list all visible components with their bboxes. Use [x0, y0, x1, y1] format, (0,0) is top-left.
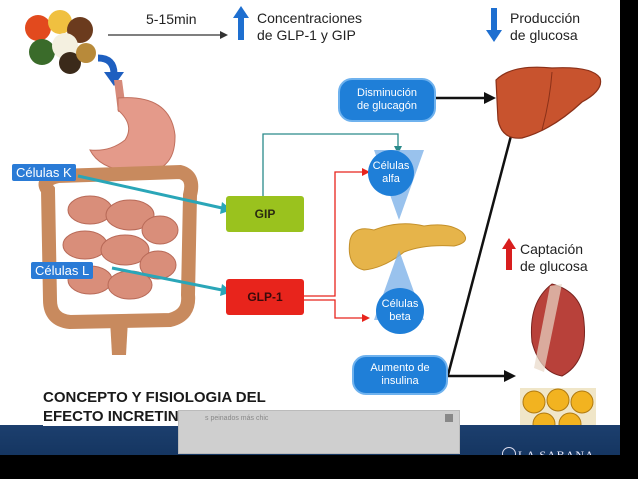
ad-close-icon[interactable]	[445, 414, 453, 422]
liver-drawing	[492, 60, 604, 146]
celulas-beta-bubble: Células beta	[376, 288, 424, 334]
bottom-black-border	[0, 455, 638, 479]
glp1-box: GLP-1	[226, 279, 304, 315]
muscle-drawing	[522, 282, 598, 378]
ad-title: s peinados más chic	[205, 415, 268, 422]
slide-title-line1: CONCEPTO Y FISIOLOGIA DEL	[43, 388, 323, 407]
beta-line1: Células	[382, 298, 419, 311]
alfa-line1: Células	[373, 160, 410, 173]
up-arrow-red	[502, 238, 516, 270]
muscle-image	[522, 282, 598, 378]
captacion-label: Captación de glucosa	[520, 241, 588, 275]
disminucion-glucagon-bubble: Disminución de glucagón	[338, 78, 436, 122]
insulina-line2: insulina	[370, 375, 429, 388]
captacion-line1: Captación	[520, 241, 588, 258]
beta-line2: beta	[382, 311, 419, 324]
right-black-border	[620, 0, 638, 479]
glucagon-line2: de glucagón	[357, 100, 417, 113]
celulas-alfa-bubble: Células alfa	[368, 150, 414, 196]
glucagon-line1: Disminución	[357, 87, 417, 100]
alfa-line2: alfa	[373, 173, 410, 186]
gip-box: GIP	[226, 196, 304, 232]
insulina-line1: Aumento de	[370, 362, 429, 375]
ad-overlay[interactable]: s peinados más chic	[178, 410, 460, 454]
liver-image	[492, 60, 604, 146]
aumento-insulina-bubble: Aumento de insulina	[352, 355, 448, 395]
captacion-line2: de glucosa	[520, 258, 588, 275]
up-arrow-red-icon	[502, 238, 516, 270]
